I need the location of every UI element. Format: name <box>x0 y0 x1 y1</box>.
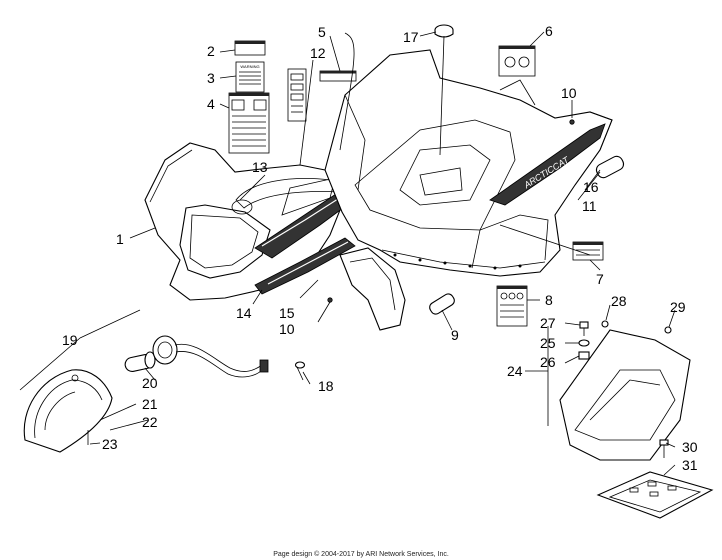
fastener-10-upper[interactable] <box>569 119 575 125</box>
bolt-27[interactable] <box>579 321 589 336</box>
callout-9: 9 <box>451 327 459 343</box>
callout-22: 22 <box>142 414 158 430</box>
rear-body-fender[interactable] <box>324 49 613 277</box>
callout-5: 5 <box>318 24 326 40</box>
callout-12: 12 <box>310 45 326 61</box>
decal-7[interactable] <box>572 241 604 261</box>
bulb-20[interactable] <box>124 351 156 373</box>
callout-25: 25 <box>540 335 556 351</box>
callout-3: 3 <box>207 70 215 86</box>
headlight-housing-22[interactable] <box>23 369 113 453</box>
decal-5[interactable] <box>319 70 357 82</box>
callout-16: 16 <box>583 179 599 195</box>
socket-21[interactable] <box>152 335 269 378</box>
decal-2[interactable] <box>234 40 266 56</box>
decal-3[interactable]: WARNING <box>235 61 265 93</box>
callout-11: 11 <box>582 198 597 214</box>
screw-28[interactable] <box>601 320 609 328</box>
leader-lines <box>19 31 676 476</box>
callout-19: 19 <box>62 332 78 348</box>
callout-4: 4 <box>207 96 215 112</box>
rear-reflector-11[interactable] <box>594 154 625 180</box>
front-body-fender[interactable] <box>144 142 346 301</box>
callout-21: 21 <box>142 396 158 412</box>
callout-10-lower: 10 <box>279 321 295 337</box>
callout-13: 13 <box>252 159 268 175</box>
front-fender-liner[interactable] <box>339 247 406 331</box>
callout-8: 8 <box>545 292 553 308</box>
callout-26: 26 <box>540 354 556 370</box>
callout-31: 31 <box>682 457 698 473</box>
callout-10-upper: 10 <box>561 85 577 101</box>
callout-18: 18 <box>318 378 334 394</box>
decal-3-warning: WARNING <box>240 64 259 69</box>
callout-15: 15 <box>279 305 295 321</box>
decal-8[interactable] <box>496 285 528 327</box>
decal-12[interactable] <box>287 68 307 122</box>
fastener-10-lower[interactable] <box>327 297 333 303</box>
screw-18[interactable] <box>294 361 306 381</box>
callout-29: 29 <box>670 299 686 315</box>
callout-23: 23 <box>102 436 118 452</box>
callout-14: 14 <box>236 305 252 321</box>
callout-20: 20 <box>142 375 158 391</box>
callout-30: 30 <box>682 439 698 455</box>
gas-cap-17[interactable] <box>434 24 454 38</box>
callout-17: 17 <box>403 29 419 45</box>
graphic-decal-14[interactable] <box>254 237 356 295</box>
footrest-24[interactable] <box>559 329 691 461</box>
callout-27: 27 <box>540 315 556 331</box>
nut-26[interactable] <box>578 351 590 360</box>
callout-2: 2 <box>207 43 215 59</box>
callout-1: 1 <box>116 231 124 247</box>
callout-28: 28 <box>611 293 627 309</box>
decal-6[interactable] <box>498 45 536 77</box>
callout-7: 7 <box>596 271 604 287</box>
decal-4[interactable] <box>228 92 270 154</box>
side-reflector-9[interactable] <box>428 292 456 316</box>
callout-24: 24 <box>507 363 523 379</box>
screw-29[interactable] <box>664 326 672 334</box>
bolt-30[interactable] <box>659 439 669 458</box>
callout-6: 6 <box>545 23 553 39</box>
washer-25[interactable] <box>578 339 590 347</box>
footplate-31[interactable] <box>596 471 714 519</box>
copyright-footer: Page design © 2004-2017 by ARI Network S… <box>273 551 449 558</box>
